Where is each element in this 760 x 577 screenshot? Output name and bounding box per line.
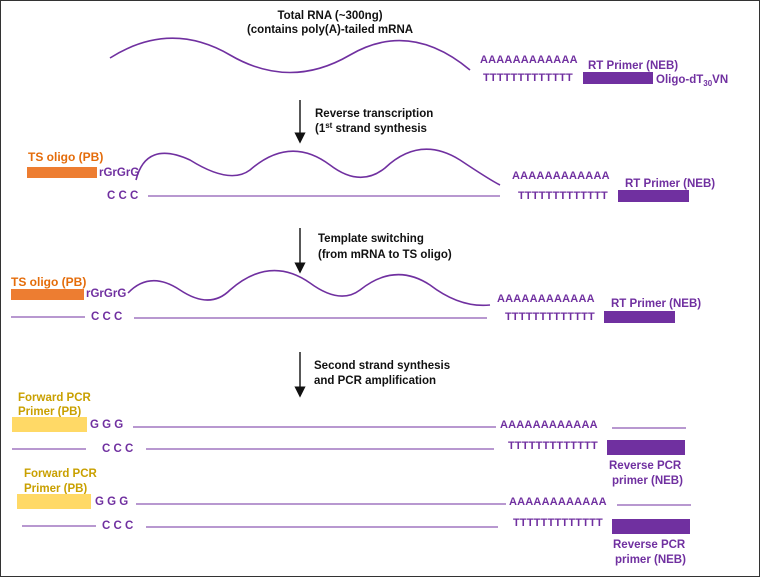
rev-primer-label-1b: primer (NEB) [612,475,683,487]
ccc-3: C C C [102,443,133,455]
fwd-primer-label-2a: Forward PCR [24,468,98,480]
title-line-1: Total RNA (~300ng) [277,10,382,22]
polya-tail-4: AAAAAAAAAAAA [500,419,598,431]
rev-primer-label-2a: Reverse PCR [613,539,686,551]
ts-oligo-label-1: TS oligo (PB) [28,150,103,164]
rgrgrg-1: rGrGrG [99,167,139,179]
fwd-primer-label-2b: Primer (PB) [24,483,87,495]
rt-primer-bar-2 [618,190,689,202]
rt-primer-label-2: RT Primer (NEB) [625,178,715,190]
ggg-1: G G G [90,419,123,431]
polyt-3: TTTTTTTTTTTTT [505,311,595,323]
ts-oligo-bar-1 [27,167,97,178]
rt-primer-label-1: RT Primer (NEB) [588,60,678,72]
rgrgrg-2: rGrGrG [86,288,126,300]
step3-line-1: Second strand synthesis [314,360,450,372]
polyt-2: TTTTTTTTTTTTT [518,190,608,202]
polya-tail-1: AAAAAAAAAAAA [480,54,578,66]
mrna-wave-3 [127,269,491,307]
mrna-wave-1 [109,37,471,74]
rt-primer-label-3: RT Primer (NEB) [611,298,701,310]
rt-primer-bar-1 [583,72,653,84]
fwd-primer-bar-1 [12,417,87,432]
step2-line-1: Template switching [318,233,424,245]
fwd-primer-label-1b: Primer (PB) [18,406,81,418]
polya-tail-2: AAAAAAAAAAAA [512,170,610,182]
polya-tail-5: AAAAAAAAAAAA [509,496,607,508]
polyt-4: TTTTTTTTTTTTT [508,440,598,452]
polyt-5: TTTTTTTTTTTTT [513,517,603,529]
ccc-4: C C C [102,520,133,532]
rt-primer-bar-3 [604,311,675,323]
rev-primer-bar-1 [607,440,685,455]
rev-primer-bar-2 [612,519,690,534]
step3-line-2: and PCR amplification [314,375,436,387]
rev-primer-label-2b: primer (NEB) [615,554,686,566]
ccc-1: C C C [107,190,138,202]
step1-line-2: (1st strand synthesis [315,121,427,135]
ts-oligo-bar-2 [11,289,84,300]
title-line-2: (contains poly(A)-tailed mRNA [247,24,413,36]
polya-tail-3: AAAAAAAAAAAA [497,293,595,305]
mrna-wave-2 [135,148,501,186]
ggg-2: G G G [95,496,128,508]
ccc-2: C C C [91,311,122,323]
rev-primer-label-1a: Reverse PCR [609,460,682,472]
fwd-primer-label-1a: Forward PCR [18,392,92,404]
polyt-1: TTTTTTTTTTTTT [483,72,573,84]
oligo-dt-label: Oligo-dT30VN [656,74,728,88]
fwd-primer-bar-2 [17,494,91,509]
step2-line-2: (from mRNA to TS oligo) [318,249,452,261]
ts-oligo-label-2: TS oligo (PB) [11,275,86,289]
step1-line-1: Reverse transcription [315,108,433,120]
